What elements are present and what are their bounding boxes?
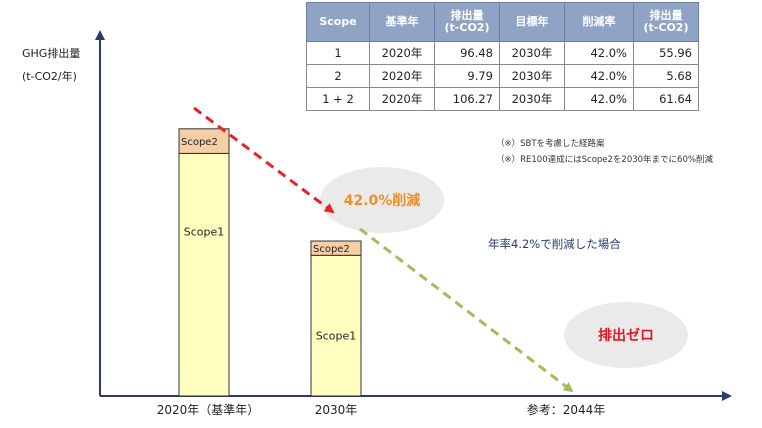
- table-row: 1 2020年 96.48 2030年 42.0% 55.96: [306, 41, 699, 65]
- cell: 42.0%: [564, 87, 634, 111]
- cell: 106.27: [434, 87, 500, 111]
- reduction-label: 42.0%削減: [344, 192, 421, 209]
- bar-label-scope1-0: Scope1: [184, 225, 225, 238]
- cell: 2020年: [369, 41, 435, 65]
- note-sbt: （※）SBTを考慮した経路案: [496, 139, 605, 149]
- table-row: 1 + 2 2020年 106.27 2030年 42.0% 61.64: [306, 87, 699, 111]
- cell: 2020年: [369, 64, 435, 88]
- table-header-row: Scope 基準年 排出量 (t-CO2) 目標年 削減率 排出量 (t-CO2…: [306, 2, 699, 42]
- cell: 2030年: [499, 64, 565, 88]
- zero-emission-label: 排出ゼロ: [598, 327, 654, 344]
- bar-label-scope1-1: Scope1: [316, 329, 357, 342]
- y-axis-label: GHG排出量: [22, 47, 81, 60]
- cell: 2: [306, 64, 370, 88]
- cell: 42.0%: [564, 41, 634, 65]
- table-row: 2 2020年 9.79 2030年 42.0% 5.68: [306, 64, 699, 88]
- cell: 2020年: [369, 87, 435, 111]
- cell: 96.48: [434, 41, 500, 65]
- zero-emission-bubble: [564, 302, 688, 368]
- th-scope: Scope: [306, 2, 370, 42]
- th-base-emission: 排出量 (t-CO2): [434, 2, 500, 42]
- cell: 2030年: [499, 87, 565, 111]
- bar-label-scope2-0: Scope2: [181, 137, 218, 148]
- x-tick-2030: 2030年: [315, 403, 358, 417]
- cell: 61.64: [633, 87, 699, 111]
- rate-label: 年率4.2%で削減した場合: [488, 237, 621, 251]
- cell: 9.79: [434, 64, 500, 88]
- bar-scope2-0: [178, 128, 230, 154]
- y-axis-unit: (t-CO2/年): [22, 70, 77, 83]
- th-target-year: 目標年: [499, 2, 565, 42]
- bar-scope1-0: [178, 152, 230, 397]
- th-reduction-rate: 削減率: [564, 2, 634, 42]
- cell: 55.96: [633, 41, 699, 65]
- cell: 1 + 2: [306, 87, 370, 111]
- bar-scope2-1: [310, 240, 362, 256]
- zero-path-arrow: [359, 227, 574, 393]
- bar-label-scope2-1: Scope2: [313, 244, 350, 255]
- note-re100: （※）RE100達成にはScope2を2030年までに60%削減: [496, 155, 713, 165]
- th-base-year: 基準年: [369, 2, 435, 42]
- cell: 5.68: [633, 64, 699, 88]
- reduction-bubble: [320, 167, 444, 233]
- cell: 42.0%: [564, 64, 634, 88]
- x-tick-2020: 2020年（基準年）: [157, 402, 260, 417]
- emissions-table: Scope 基準年 排出量 (t-CO2) 目標年 削減率 排出量 (t-CO2…: [306, 2, 699, 111]
- cell: 1: [306, 41, 370, 65]
- bar-scope1-1: [310, 254, 362, 397]
- cell: 2030年: [499, 41, 565, 65]
- th-target-emission: 排出量 (t-CO2): [633, 2, 699, 42]
- x-tick-2044: 参考：2044年: [527, 402, 606, 417]
